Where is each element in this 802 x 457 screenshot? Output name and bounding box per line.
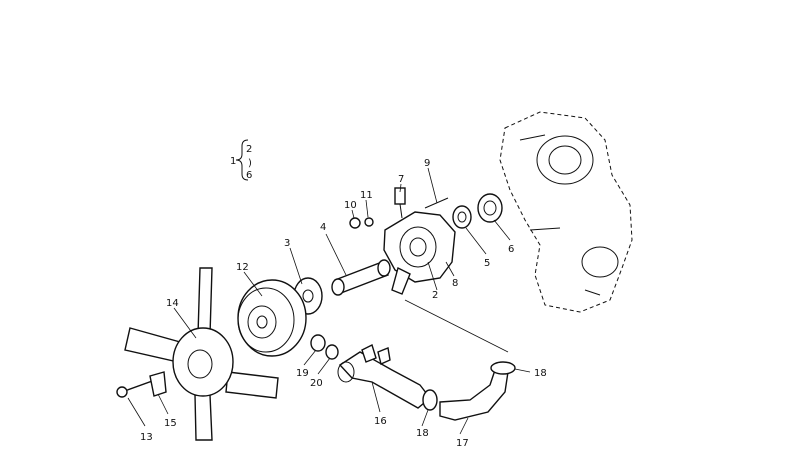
bolt-and-washer: [349, 217, 374, 229]
lock-plate: [149, 371, 167, 397]
water-pump-body: [383, 211, 456, 295]
callout-5: 5: [484, 258, 490, 269]
callout-17: 17: [456, 438, 469, 449]
water-pipe: [337, 344, 431, 409]
hose-clamp-upper: [490, 361, 516, 375]
callout-4: 4: [320, 222, 326, 233]
stud: [424, 197, 449, 209]
callout-12: 12: [236, 262, 249, 273]
group-parent-label: 1: [230, 156, 236, 167]
fan-bolt: [116, 379, 156, 398]
callout-11: 11: [360, 190, 373, 201]
thermostat-housing: [477, 193, 503, 223]
callout-15: 15: [164, 418, 177, 429]
group-bracket: 1 2 ) 6: [230, 139, 252, 181]
callout-labels: 2 3 4 5 6 7 8 9 10 11 12 13 14 15 16 17 …: [140, 158, 547, 449]
group-child-end-label: 6: [246, 170, 252, 181]
hose-clamp-lower: [422, 389, 438, 411]
plug-and-gasket: [310, 334, 339, 360]
callout-9: 9: [424, 158, 430, 169]
callout-3: 3: [284, 238, 290, 249]
group-range-mark: ): [248, 158, 252, 169]
callout-19: 19: [296, 368, 309, 379]
callout-14: 14: [166, 298, 179, 309]
callout-20: 20: [310, 378, 323, 389]
callout-8: 8: [452, 278, 458, 289]
callout-16: 16: [374, 416, 387, 427]
temperature-sender: [394, 187, 406, 219]
fan: [124, 267, 279, 441]
callout-18-upper: 18: [534, 368, 547, 379]
thermostat: [452, 205, 472, 229]
engine-block: [499, 111, 633, 313]
callout-6: 6: [508, 244, 514, 255]
group-child-start-label: 2: [246, 144, 252, 155]
callout-7: 7: [398, 174, 404, 185]
callout-2: 2: [432, 290, 438, 301]
pump-shaft-bearing: [331, 259, 391, 296]
leader-lines: [127, 167, 531, 435]
pulley: [237, 279, 307, 357]
callout-10: 10: [344, 200, 357, 211]
callout-18-lower: 18: [416, 428, 429, 439]
callout-13: 13: [140, 432, 153, 443]
hose: [439, 369, 509, 421]
